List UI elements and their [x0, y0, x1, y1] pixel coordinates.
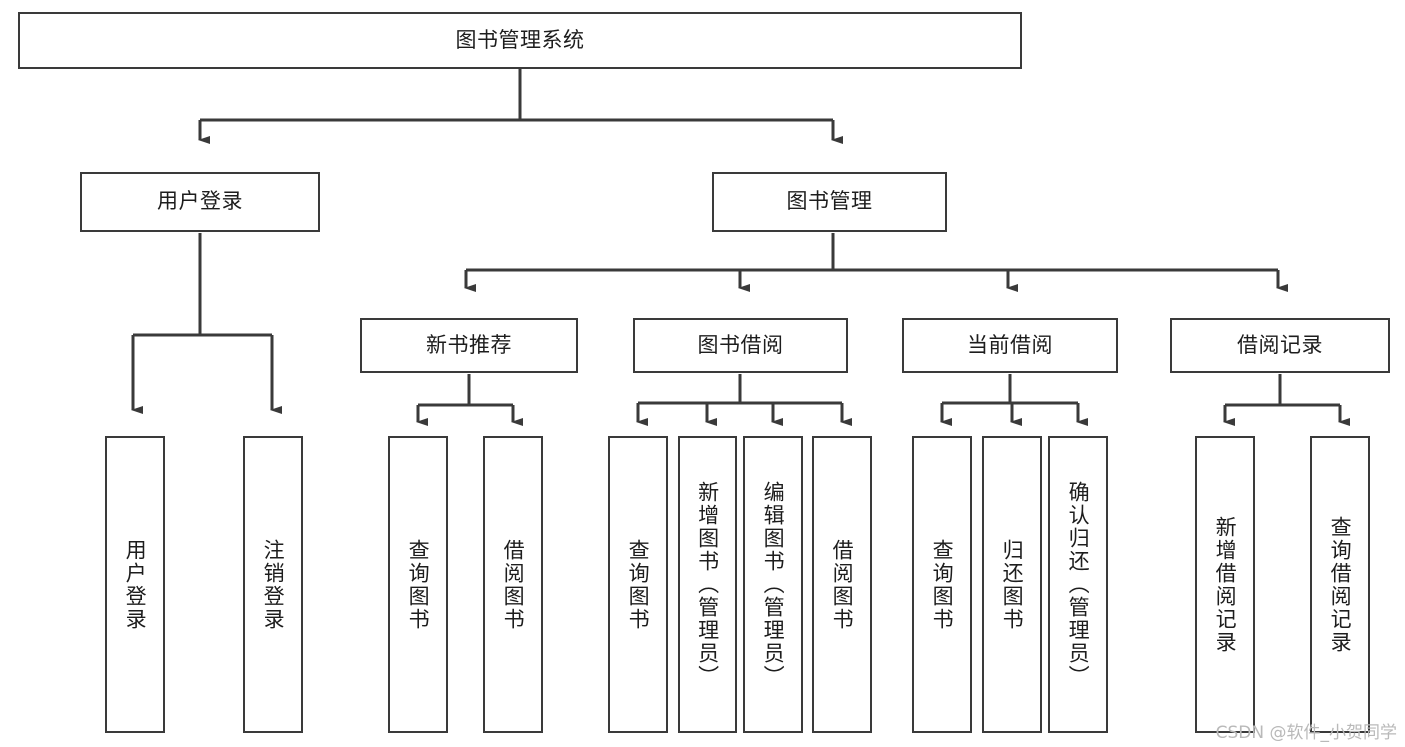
node-new-book-recommend[interactable]: 新书推荐 — [360, 318, 578, 373]
edge-bookborrow-to-leaves — [636, 374, 852, 426]
node-root-system[interactable]: 图书管理系统 — [18, 12, 1022, 69]
node-leaf-confirm-return-admin-label: 确认归还（管理员） — [1066, 481, 1091, 688]
node-current-borrow[interactable]: 当前借阅 — [902, 318, 1118, 373]
node-leaf-query-book-3-label: 查询图书 — [930, 538, 955, 631]
node-leaf-borrow-book-2-label: 借阅图书 — [830, 538, 855, 631]
node-book-borrow[interactable]: 图书借阅 — [633, 318, 848, 373]
node-leaf-confirm-return-admin[interactable]: 确认归还（管理员） — [1048, 436, 1108, 733]
node-borrow-record-label: 借阅记录 — [1237, 332, 1323, 357]
node-current-borrow-label: 当前借阅 — [967, 332, 1053, 357]
node-leaf-query-book-1-label: 查询图书 — [406, 538, 431, 631]
csdn-watermark: CSDN @软件_小贺同学 — [1215, 723, 1397, 743]
edge-currentborrow-to-leaves — [940, 374, 1088, 426]
node-leaf-query-book-2[interactable]: 查询图书 — [608, 436, 668, 733]
node-leaf-user-login-label: 用户登录 — [123, 538, 148, 631]
node-leaf-add-borrow-record-label: 新增借阅记录 — [1213, 515, 1238, 654]
node-leaf-borrow-book-1[interactable]: 借阅图书 — [483, 436, 543, 733]
node-user-login[interactable]: 用户登录 — [80, 172, 320, 232]
node-user-login-label: 用户登录 — [157, 189, 243, 214]
node-leaf-add-book-admin[interactable]: 新增图书（管理员） — [678, 436, 737, 733]
node-leaf-edit-book-admin-label: 编辑图书（管理员） — [761, 481, 786, 688]
edge-bookmanage-to-level3 — [464, 233, 1288, 292]
edge-newbook-to-leaves — [416, 374, 523, 426]
node-leaf-return-book-label: 归还图书 — [1000, 538, 1025, 631]
node-leaf-logout-login[interactable]: 注销登录 — [243, 436, 303, 733]
node-leaf-borrow-book-1-label: 借阅图书 — [501, 538, 526, 631]
node-leaf-query-book-1[interactable]: 查询图书 — [388, 436, 448, 733]
node-leaf-logout-login-label: 注销登录 — [261, 538, 286, 631]
node-leaf-query-borrow-record[interactable]: 查询借阅记录 — [1310, 436, 1370, 733]
edge-borrowrecord-to-leaves — [1223, 374, 1350, 426]
node-leaf-query-borrow-record-label: 查询借阅记录 — [1328, 515, 1353, 654]
node-root-label: 图书管理系统 — [455, 27, 585, 52]
edge-userlogin-to-leaves — [131, 233, 282, 414]
edge-root-to-level2 — [198, 69, 843, 144]
node-leaf-user-login[interactable]: 用户登录 — [105, 436, 165, 733]
node-leaf-add-borrow-record[interactable]: 新增借阅记录 — [1195, 436, 1255, 733]
node-book-manage-label: 图书管理 — [786, 189, 873, 214]
node-book-borrow-label: 图书借阅 — [697, 332, 784, 357]
node-leaf-return-book[interactable]: 归还图书 — [982, 436, 1042, 733]
node-borrow-record[interactable]: 借阅记录 — [1170, 318, 1390, 373]
node-new-book-recommend-label: 新书推荐 — [426, 332, 512, 357]
node-leaf-query-book-2-label: 查询图书 — [626, 538, 651, 631]
node-book-manage[interactable]: 图书管理 — [712, 172, 947, 232]
node-leaf-add-book-admin-label: 新增图书（管理员） — [695, 481, 720, 688]
node-leaf-borrow-book-2[interactable]: 借阅图书 — [812, 436, 872, 733]
node-leaf-edit-book-admin[interactable]: 编辑图书（管理员） — [743, 436, 803, 733]
node-leaf-query-book-3[interactable]: 查询图书 — [912, 436, 972, 733]
